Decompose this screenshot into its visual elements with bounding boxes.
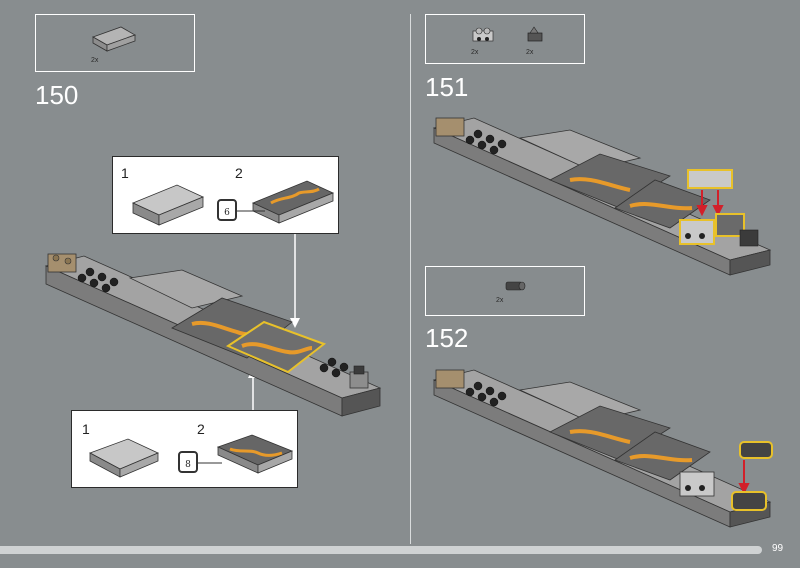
highlighted-clip — [715, 213, 745, 237]
model-assembly-step-151 — [432, 117, 772, 276]
plate-with-pins-part-icon — [472, 27, 494, 42]
callout-top: 1 2 6 — [112, 156, 339, 234]
part-quantity: 2x — [526, 49, 534, 56]
sticker-connector-line — [196, 462, 222, 464]
cylinder-part-icon — [505, 281, 526, 291]
tan-brick — [47, 253, 77, 273]
sticker-icon: 8 — [178, 451, 198, 473]
curved-slope-brick-icon — [89, 438, 159, 478]
highlighted-slope — [225, 320, 327, 374]
red-arrow — [738, 460, 750, 495]
model-assembly-step-152 — [432, 369, 773, 528]
sticker-icon: 6 — [217, 199, 237, 221]
highlighted-cylinder-top — [739, 441, 773, 459]
parts-box-step-151: 2x 2x — [425, 14, 585, 64]
stickered-slope-brick-icon — [216, 434, 294, 474]
step-number-151: 151 — [425, 72, 469, 102]
part-quantity: 2x — [91, 57, 99, 64]
model-assembly-step-150 — [44, 253, 382, 417]
step-number-152: 152 — [425, 323, 469, 353]
substep-number-1: 1 — [82, 421, 90, 437]
tan-brick — [435, 369, 465, 389]
curved-slope-brick-icon — [131, 184, 205, 226]
parts-box-step-152: 2x — [425, 266, 585, 316]
highlighted-plate-top — [687, 169, 733, 189]
highlighted-plate-bottom — [679, 219, 715, 245]
parts-box-step-150: 2x — [35, 14, 195, 72]
column-divider — [410, 14, 411, 544]
substep-number-2: 2 — [235, 165, 243, 181]
substep-number-1: 1 — [121, 165, 129, 181]
sticker-number: 6 — [224, 208, 230, 218]
part-quantity: 2x — [496, 297, 504, 304]
callout-arrow-down — [290, 234, 300, 328]
callout-bottom: 1 2 8 — [71, 410, 298, 488]
red-arrows — [696, 190, 724, 217]
highlighted-cylinder-bottom — [731, 491, 767, 511]
sticker-connector-line — [237, 210, 265, 212]
tan-brick — [435, 117, 465, 137]
sticker-number: 8 — [185, 460, 191, 470]
page-number: 99 — [772, 543, 784, 554]
page-progress-bar — [0, 546, 762, 554]
stickered-slope-brick-icon — [251, 180, 335, 224]
clip-part-icon — [527, 26, 543, 42]
step-number-150: 150 — [35, 80, 79, 110]
curved-slope-part-icon — [92, 26, 136, 52]
substep-number-2: 2 — [197, 421, 205, 437]
part-quantity: 2x — [471, 49, 479, 56]
